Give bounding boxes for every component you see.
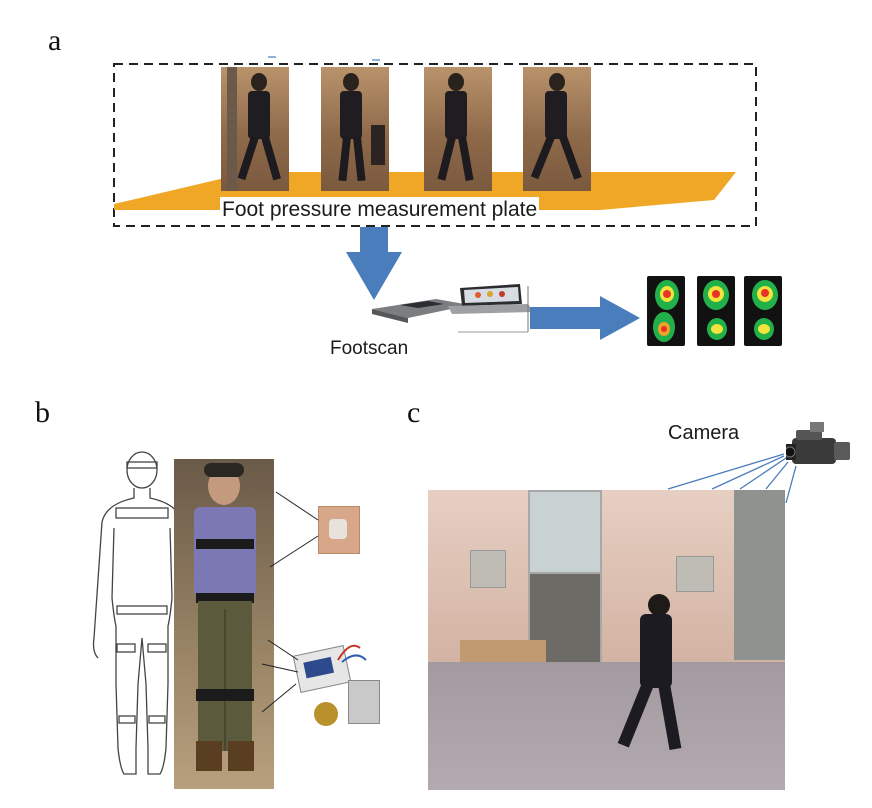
walking-frame-4	[523, 67, 591, 191]
coin-reference	[314, 702, 338, 726]
pressure-map-2	[697, 276, 735, 346]
subject-shirt	[194, 507, 256, 597]
panel-a-letter: a	[48, 24, 62, 57]
arrow-right-icon	[530, 296, 640, 340]
walking-frame-2	[321, 67, 389, 191]
panel-c-letter: c	[407, 396, 421, 429]
pressure-map-1	[647, 276, 685, 346]
walking-frame-3	[424, 67, 492, 191]
camera-label: Camera	[668, 422, 740, 444]
panel-b-letter: b	[35, 396, 50, 429]
arrow-down-icon	[346, 227, 402, 300]
sensor-subject-photo	[174, 459, 274, 789]
footscan-device-icon	[372, 284, 534, 333]
camera-icon	[786, 422, 850, 464]
dashed-region-border	[113, 63, 757, 227]
pressure-map-3	[744, 276, 782, 346]
camera-scene-photo	[428, 490, 785, 790]
battery-closeup	[348, 680, 380, 724]
footscan-label: Footscan	[330, 338, 409, 359]
plate-label: Foot pressure measurement plate	[220, 197, 540, 223]
sensor-node-closeup	[318, 506, 360, 554]
walking-frame-1	[221, 67, 289, 191]
